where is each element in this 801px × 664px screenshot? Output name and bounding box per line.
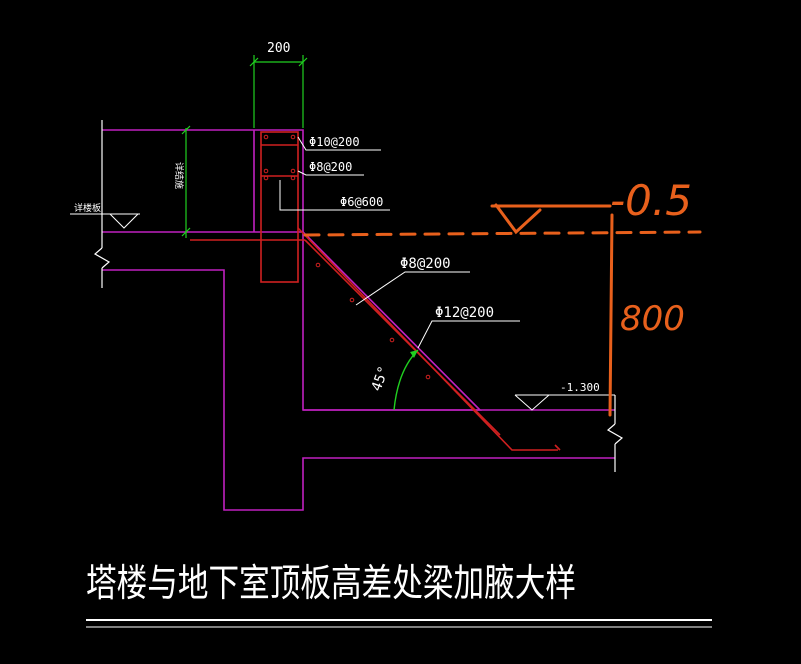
left-break-line bbox=[93, 120, 111, 288]
right-elevation-label: -1.300 bbox=[560, 381, 600, 394]
right-elevation-symbol bbox=[514, 394, 615, 411]
beam-stirrup bbox=[260, 131, 299, 283]
angle-label: 45° bbox=[369, 364, 393, 393]
left-height-dimension bbox=[181, 125, 191, 238]
haunch-label-phi12: Φ12@200 bbox=[435, 305, 494, 321]
title-underline bbox=[86, 619, 712, 628]
hand-level-triangle bbox=[494, 203, 542, 235]
upper-slab-outline bbox=[102, 129, 304, 233]
left-vertical-note: 详结施 bbox=[173, 162, 185, 189]
left-level-symbol bbox=[70, 213, 140, 229]
left-level-label: 详楼板 bbox=[74, 202, 101, 214]
haunch-label-phi8: Φ8@200 bbox=[400, 256, 451, 272]
dashed-level-line bbox=[303, 230, 702, 237]
leaders bbox=[279, 136, 520, 349]
concrete-outline bbox=[102, 129, 615, 511]
hand-height-label: 800 bbox=[620, 299, 685, 339]
rebar-label-phi8-top: Φ8@200 bbox=[309, 160, 352, 174]
hand-height-line bbox=[608, 213, 614, 417]
hand-elevation-label: -0.5 bbox=[610, 176, 692, 225]
angle-arc bbox=[393, 349, 419, 411]
top-dimension bbox=[249, 55, 308, 128]
right-break-line bbox=[606, 395, 624, 472]
angle-arrow-tip bbox=[410, 350, 418, 358]
haunch-bar-phi12 bbox=[297, 227, 558, 451]
beam-step-outline bbox=[102, 269, 615, 511]
rebar-dots bbox=[263, 134, 431, 380]
rebar-cage bbox=[190, 131, 561, 451]
top-dimension-label: 200 bbox=[267, 41, 290, 56]
drawing-title: 塔楼与地下室顶板高差处梁加腋大样 bbox=[86, 561, 576, 605]
rebar-label-phi6: Φ6@600 bbox=[340, 195, 383, 209]
rebar-label-phi10: Φ10@200 bbox=[309, 135, 360, 149]
handwritten-markup bbox=[303, 203, 702, 417]
